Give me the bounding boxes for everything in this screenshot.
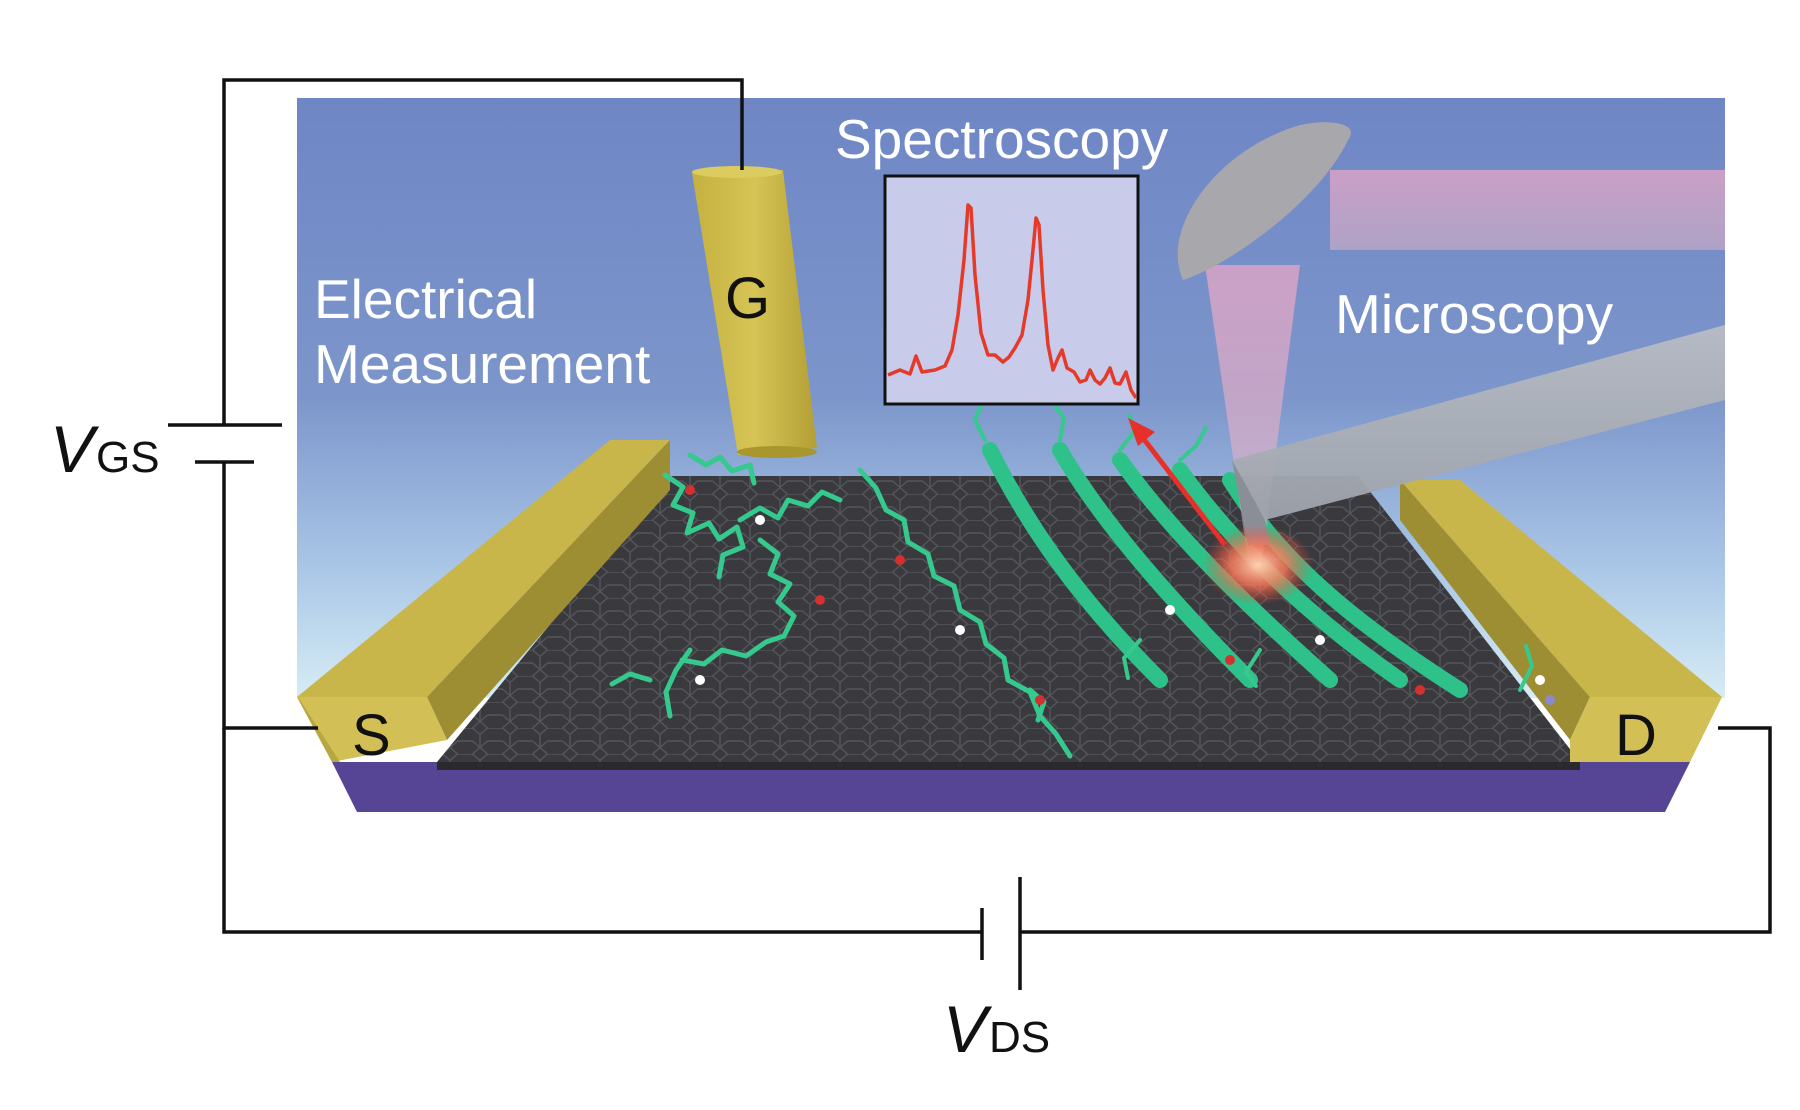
focus-glow — [1203, 525, 1313, 605]
vds-symbol: V — [943, 992, 993, 1066]
battery-icon — [980, 877, 1022, 990]
spectroscopy-label: Spectroscopy — [835, 108, 1169, 170]
graphene-edge — [437, 762, 1580, 770]
vgs-subscript: GS — [96, 433, 160, 482]
vgs-symbol: V — [50, 412, 100, 486]
substrate — [332, 762, 1690, 812]
electrical-measurement-label-line1: Electrical — [314, 268, 537, 330]
source-label: S — [352, 703, 391, 768]
gate-label: G — [725, 266, 770, 331]
battery-icon — [168, 423, 282, 464]
electrical-measurement-label-line2: Measurement — [314, 333, 650, 395]
source-electrode — [297, 440, 670, 762]
microscopy-label: Microscopy — [1335, 283, 1614, 345]
vds-subscript: DS — [989, 1013, 1050, 1062]
laser-beam-horizontal — [1330, 170, 1725, 250]
drain-label: D — [1615, 703, 1657, 768]
laser-beam-vertical — [1205, 265, 1300, 560]
scatter-arrow-icon — [1128, 418, 1227, 547]
circuit-wires — [222, 78, 1772, 934]
vgs-label: VGS — [50, 412, 160, 486]
peptide-molecule-icon — [609, 452, 1073, 759]
vds-label: VDS — [943, 992, 1050, 1066]
spectrum-line — [887, 203, 1138, 399]
atom-highlights — [685, 485, 1555, 705]
spectrum-inset — [883, 174, 1140, 406]
drain-electrode — [1400, 480, 1722, 762]
lens-icon — [1177, 122, 1352, 280]
cantilever-tip-icon — [1232, 325, 1725, 545]
gate-electrode-icon — [692, 166, 817, 458]
